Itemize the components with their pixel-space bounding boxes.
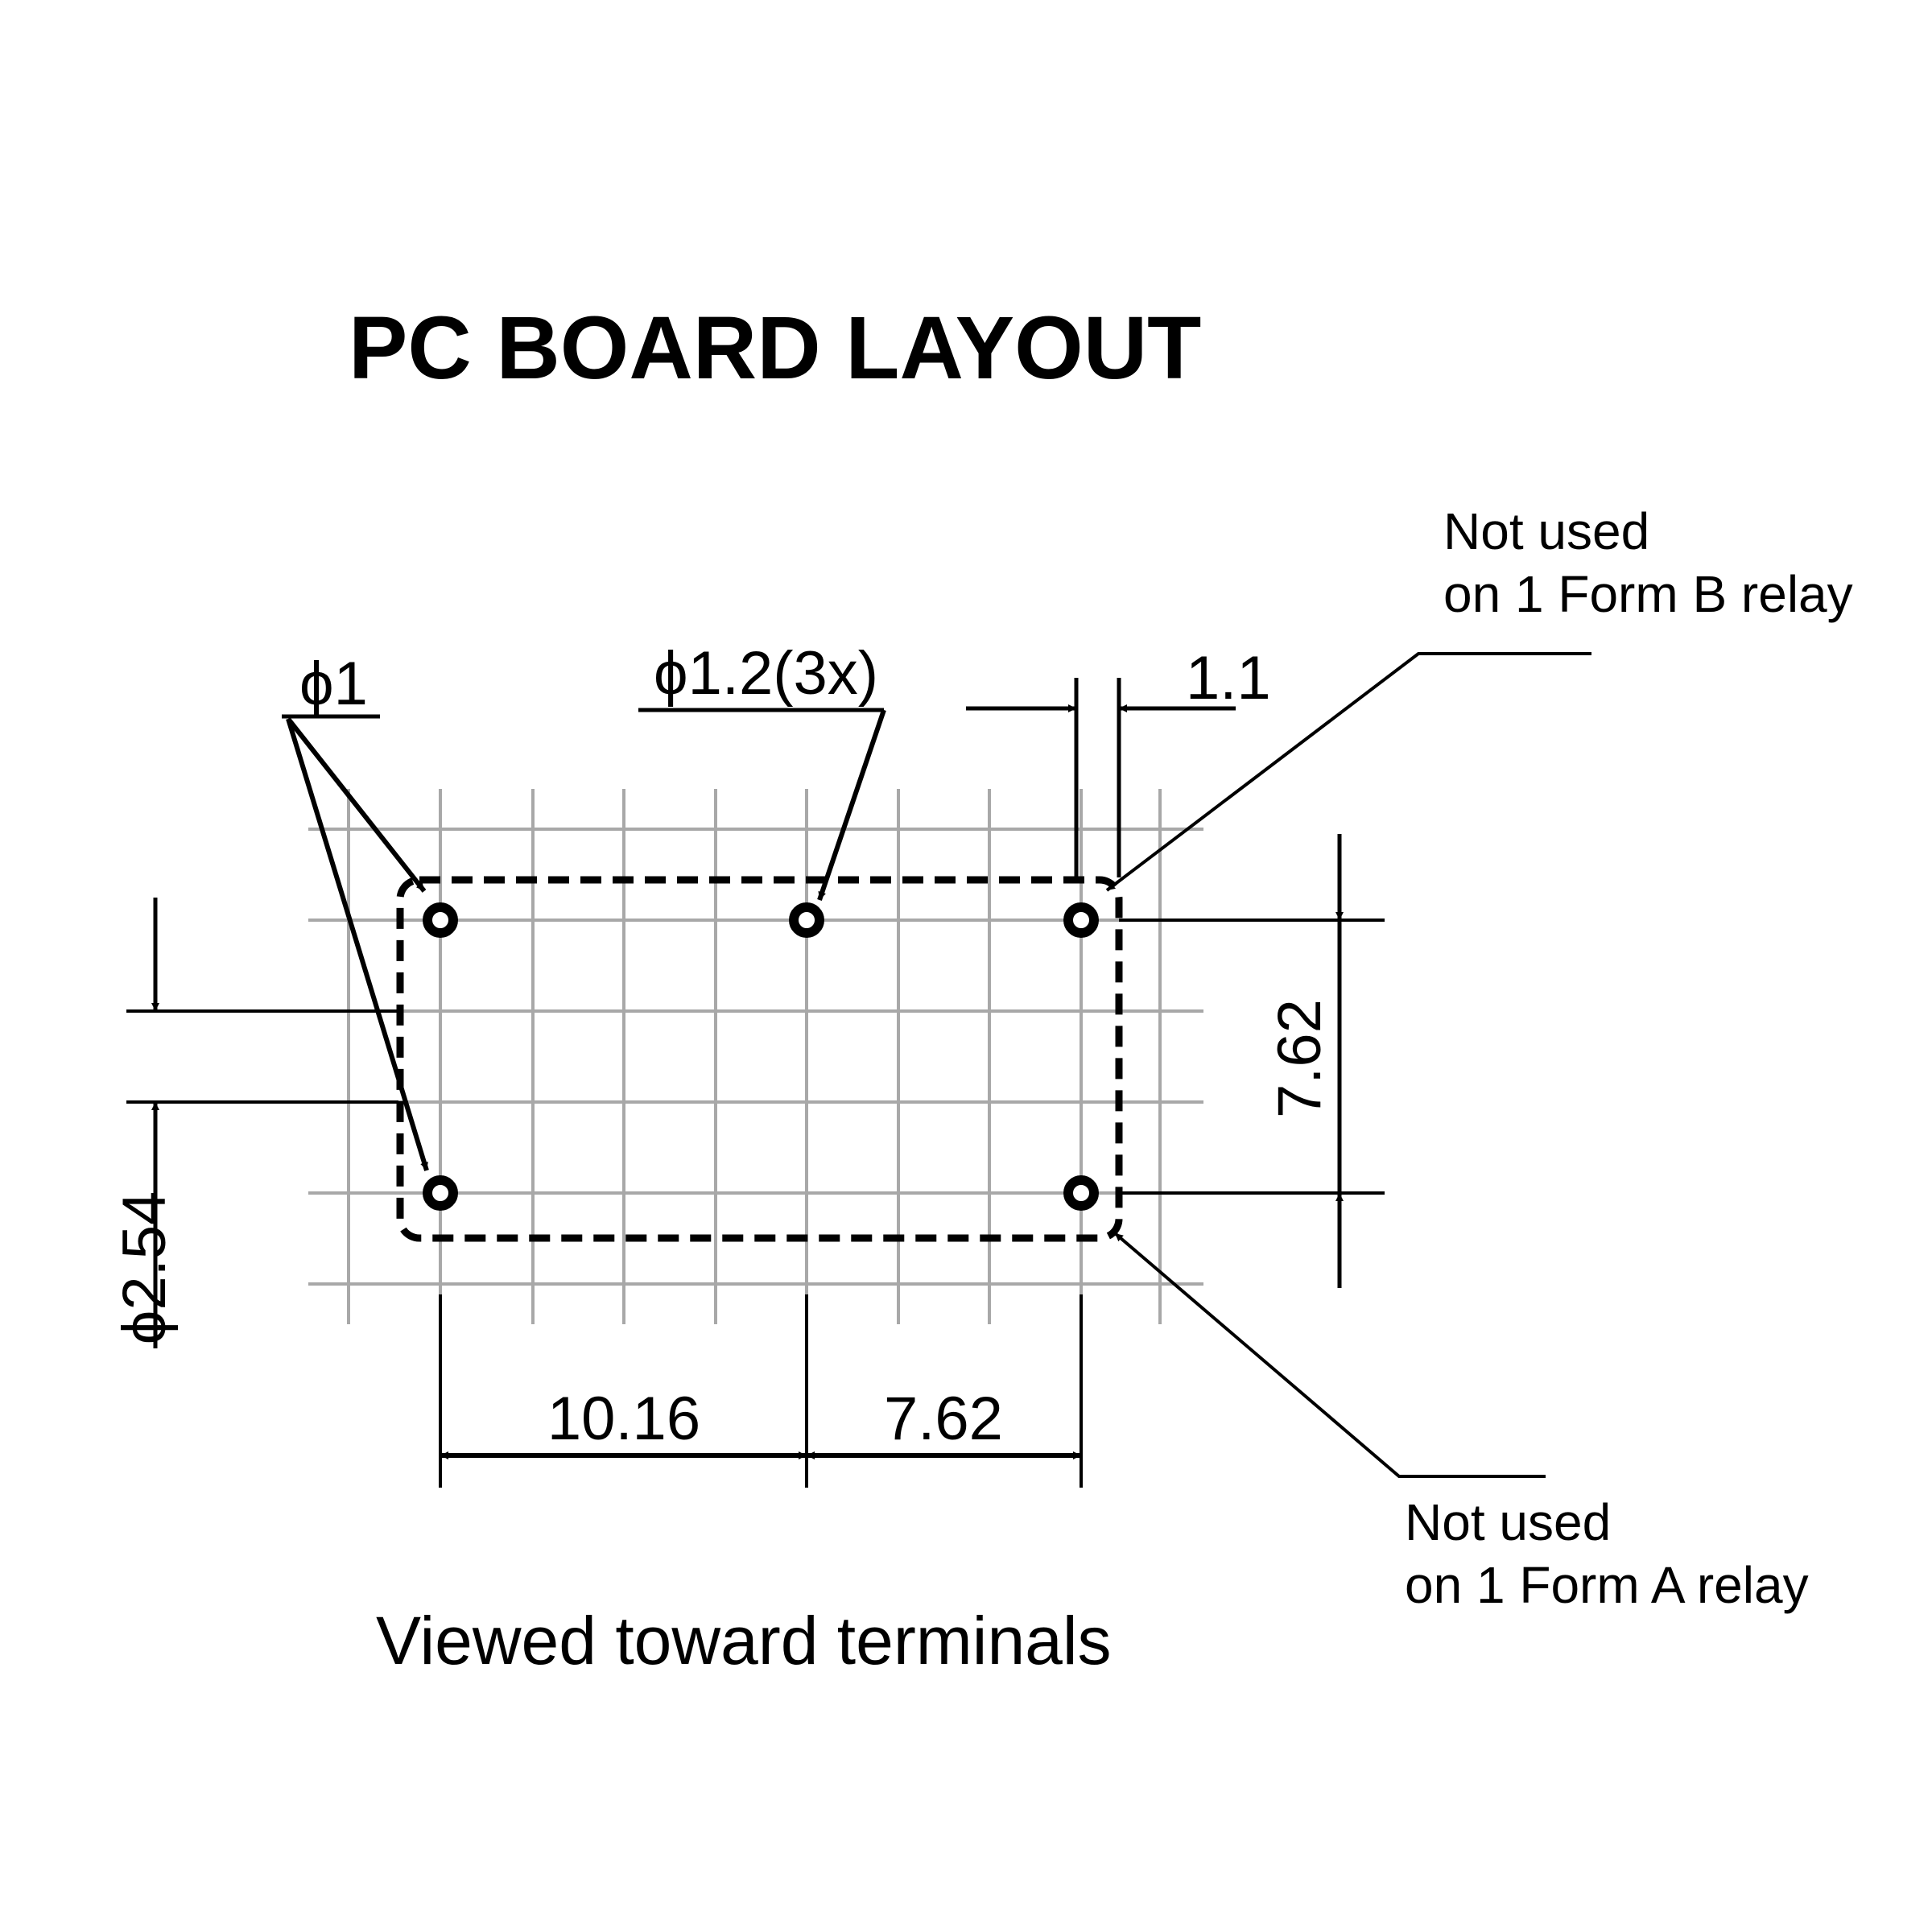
hole-small-arrow-bottom xyxy=(286,718,429,1171)
pad-gap-label: 1.1 xyxy=(1186,644,1271,712)
row-spacing-label: 7.62 xyxy=(1265,999,1334,1118)
form-b-note-line-2: on 1 Form B relay xyxy=(1443,565,1853,623)
hole-large-label: ϕ1.2(3x) xyxy=(654,639,878,708)
form-a-note-line-2: on 1 Form A relay xyxy=(1405,1556,1809,1614)
pitch-label: ϕ2.54 xyxy=(110,1191,179,1344)
form-b-note-leader xyxy=(1105,652,1591,892)
view-caption: Viewed toward terminals xyxy=(376,1603,1112,1678)
form-a-note-leader xyxy=(1113,1232,1546,1478)
pin-holes xyxy=(423,902,1099,1211)
dimension-lines xyxy=(126,652,1591,1488)
form-b-note-line-1: Not used xyxy=(1443,502,1649,560)
span-right-label: 7.62 xyxy=(884,1385,1003,1453)
drawing-title: PC BOARD LAYOUT xyxy=(349,299,1201,398)
hole-small-arrow-top xyxy=(286,717,427,893)
pin-hole xyxy=(423,1175,458,1211)
pin-hole xyxy=(423,902,458,938)
form-a-note-line-1: Not used xyxy=(1405,1493,1611,1551)
pin-hole xyxy=(789,902,824,938)
span-left-label: 10.16 xyxy=(547,1385,700,1453)
hole-small-label: ϕ1 xyxy=(299,650,368,718)
hole-large-arrow xyxy=(817,709,886,901)
relay-outline xyxy=(396,876,1123,1242)
pin-hole xyxy=(1063,902,1099,938)
reference-grid xyxy=(308,789,1203,1324)
pin-hole xyxy=(1063,1175,1099,1211)
